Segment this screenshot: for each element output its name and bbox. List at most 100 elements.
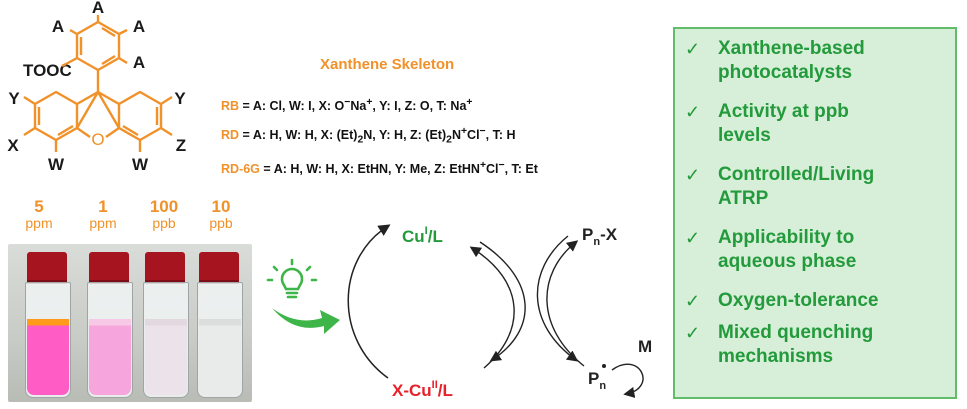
- feature-line: Xanthene-based: [718, 38, 865, 59]
- feature-line: levels: [718, 125, 771, 146]
- propagation-loop: [611, 363, 644, 398]
- check-icon: ✓: [685, 165, 701, 185]
- vial-liquid: [27, 319, 69, 395]
- equilibrium-arrow-forward: [479, 241, 526, 362]
- vial-glass: [143, 282, 189, 398]
- pnx-label: Pn-X: [582, 225, 618, 248]
- vial-liquid: [199, 319, 241, 395]
- cu1-post: /L: [428, 227, 443, 246]
- def-sup: +: [460, 126, 468, 138]
- atom-x: X: [7, 136, 19, 155]
- monomer-label: M: [638, 337, 652, 356]
- definition-rb: RB = A: Cl, W: I, X: O−Na+, Y: I, Z: O, …: [221, 90, 538, 119]
- def-text: , T: Et: [504, 161, 538, 176]
- def-text: , T: H: [485, 128, 516, 143]
- conc-unit: ppm: [89, 215, 117, 231]
- radical-dot: [602, 364, 606, 368]
- cu1-sup: I: [425, 225, 428, 237]
- vial-liquid: [89, 319, 131, 395]
- equilibrium-arrow-back: [469, 246, 515, 369]
- definition-rd6g: RD-6G = A: H, W: H, X: EtHN, Y: Me, Z: E…: [221, 153, 538, 182]
- atom-oxygen: O: [91, 130, 104, 149]
- pnx-pre: P: [582, 225, 593, 244]
- def-sub: 2: [446, 134, 452, 146]
- def-sup: +: [466, 97, 473, 108]
- def-text: = A: Cl, W: I, X: O: [239, 99, 345, 114]
- feature-line: ATRP: [718, 188, 769, 209]
- skeleton-title: Xanthene Skeleton: [320, 56, 455, 73]
- atom-a-left: A: [52, 17, 64, 36]
- conc-value: 5: [34, 197, 44, 216]
- def-sup: +: [366, 97, 373, 108]
- def-sup: +: [479, 159, 487, 171]
- atom-w-right: W: [132, 155, 149, 174]
- check-icon: ✓: [685, 291, 701, 311]
- features-panel: ✓ Xanthene-based photocatalysts ✓ Activity …: [673, 27, 957, 399]
- atom-tooc: TOOC: [23, 61, 72, 80]
- vial-liquid: [145, 319, 187, 395]
- check-icon: ✓: [685, 39, 701, 59]
- def-sup: −: [479, 126, 486, 138]
- vial-glass: [25, 282, 71, 398]
- check-icon: ✓: [685, 323, 701, 343]
- vial-glass: [87, 282, 133, 398]
- pn-pre: P: [588, 369, 599, 388]
- conc-value: 10: [211, 197, 231, 216]
- feature-line: Activity at ppb: [718, 101, 849, 122]
- feature-line: photocatalysts: [718, 62, 853, 83]
- def-sup: −: [344, 97, 351, 108]
- check-icon: ✓: [685, 102, 701, 122]
- atom-w-left: W: [48, 155, 65, 174]
- def-text: Cl: [467, 128, 480, 143]
- atom-y-right: Y: [174, 89, 186, 108]
- feature-text: Mixed quenching mechanisms: [718, 321, 873, 369]
- conc-unit: ppb: [152, 215, 176, 231]
- feature-line: Mixed quenching: [718, 322, 874, 343]
- vial-cap: [89, 252, 129, 284]
- def-sub: 2: [357, 134, 364, 146]
- feature-line: Oxygen-tolerance: [718, 290, 879, 311]
- vial: [142, 252, 189, 398]
- feature-text: Activity at ppb levels: [718, 100, 849, 148]
- pn-sub: n: [599, 380, 606, 392]
- vial-glass: [197, 282, 243, 398]
- atom-a-top: A: [92, 0, 104, 17]
- vial: [196, 252, 243, 398]
- curved-arrow-icon: [272, 308, 340, 334]
- vial-cap: [27, 252, 67, 284]
- vial-cap: [199, 252, 239, 284]
- atom-a-right-bottom: A: [133, 53, 145, 72]
- feature-line: Controlled/Living: [718, 164, 875, 185]
- cu2-pre: X-Cu: [392, 381, 432, 400]
- conc-value: 100: [149, 197, 179, 216]
- def-text: N: [451, 128, 461, 143]
- lightbulb-icon: [266, 258, 318, 299]
- substituent-definitions: RB = A: Cl, W: I, X: O−Na+, Y: I, Z: O, …: [221, 90, 538, 182]
- def-text: Na: [350, 99, 367, 114]
- cycle-arc-left: [347, 224, 391, 379]
- def-text: = A: H, W: H, X: EtHN, Y: Me, Z: EtHN: [259, 161, 480, 176]
- def-text: = A: H, W: H, X: (Et): [239, 128, 358, 143]
- pn-radical-label: Pn: [588, 369, 606, 392]
- feature-line: mechanisms: [718, 346, 834, 367]
- def-sup: −: [498, 159, 505, 171]
- atom-z: Z: [176, 136, 186, 155]
- definition-key: RD-6G: [221, 161, 260, 176]
- definition-rd: RD = A: H, W: H, X: (Et)2N, Y: H, Z: (Et…: [221, 119, 538, 153]
- cu2-post: /L: [438, 381, 453, 400]
- def-text: N, Y: H, Z: (Et): [363, 128, 447, 143]
- vials-photo: [8, 244, 252, 402]
- equilibrium-arrow-pnx-down: [536, 235, 579, 362]
- conc-value: 1: [98, 197, 108, 216]
- vial-cap: [145, 252, 185, 284]
- def-text: , Y: I, Z: O, T: Na: [372, 99, 467, 114]
- cu1-label: CuI/L: [402, 225, 443, 246]
- definition-key: RD: [221, 128, 240, 143]
- atom-a-right-top: A: [133, 17, 145, 36]
- cu1-pre: Cu: [402, 227, 425, 246]
- feature-text: Xanthene-based photocatalysts: [718, 37, 865, 85]
